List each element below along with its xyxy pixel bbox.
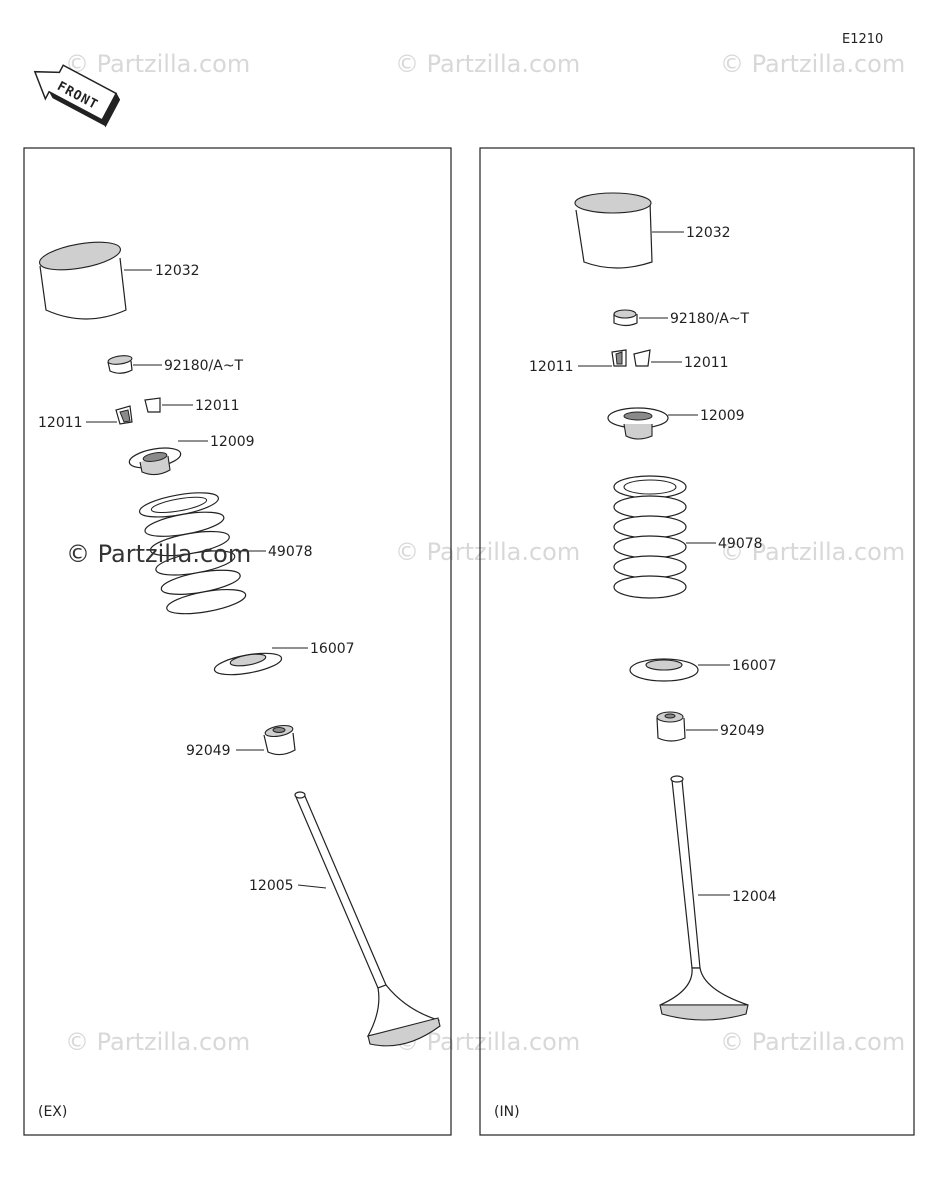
exhaust-valve: 12005 — [249, 791, 441, 1047]
front-arrow-icon: FRONT — [33, 64, 121, 128]
exhaust-retainer: 12009 — [128, 434, 255, 476]
part-label: 12011 — [38, 415, 83, 431]
watermark: © Partzilla.com — [720, 538, 905, 566]
exhaust-panel — [23, 147, 452, 1136]
part-label: 49078 — [268, 544, 313, 560]
exhaust-shim: 92180/A~T — [107, 355, 244, 374]
exhaust-spring — [138, 492, 247, 615]
intake-retainer: 12009 — [607, 407, 745, 440]
part-label: 12005 — [249, 878, 294, 894]
exhaust-keeper-right: 12011 — [144, 397, 240, 414]
watermark: © Partzilla.com — [395, 50, 580, 78]
part-label: 12032 — [686, 225, 731, 241]
watermark: © Partzilla.com — [395, 538, 580, 566]
part-label: 12004 — [732, 889, 777, 905]
part-label: 92180/A~T — [164, 358, 244, 374]
watermark: © Partzilla.com — [65, 1028, 250, 1056]
watermark: © Partzilla.com — [720, 50, 905, 78]
intake-spring-seat: 16007 — [629, 658, 777, 682]
intake-lifter: 12032 — [574, 192, 731, 269]
intake-stem-seal: 92049 — [656, 711, 765, 742]
panel-caption: (EX) — [38, 1104, 67, 1120]
watermark: © Partzilla.com — [720, 1028, 905, 1056]
part-label: 12032 — [155, 263, 200, 279]
part-label: 16007 — [732, 658, 777, 674]
exhaust-stem-seal: 92049 — [186, 724, 296, 759]
panel-caption: (IN) — [494, 1104, 520, 1120]
intake-valve: 12004 — [659, 775, 777, 1021]
part-label: 12009 — [700, 408, 745, 424]
part-label: 16007 — [310, 641, 355, 657]
part-label: 12011 — [529, 359, 574, 375]
part-label: 12011 — [195, 398, 240, 414]
part-label: 12011 — [684, 355, 729, 371]
part-label: 12009 — [210, 434, 255, 450]
part-label: 92180/A~T — [670, 311, 750, 327]
part-label: 92049 — [186, 743, 231, 759]
intake-keeper-right: 12011 — [633, 349, 729, 371]
part-label: 49078 — [718, 536, 763, 552]
exhaust-keeper-left: 12011 — [38, 405, 133, 431]
exhaust-spring-seat: 16007 — [213, 641, 355, 676]
exhaust-lifter: 12032 — [39, 241, 200, 320]
intake-spring: 49078 — [613, 475, 763, 599]
part-label: 92049 — [720, 723, 765, 739]
intake-shim: 92180/A~T — [613, 309, 750, 327]
intake-panel — [479, 147, 915, 1136]
watermark: © Partzilla.com — [65, 50, 250, 78]
intake-keeper-left: 12011 — [529, 349, 627, 375]
diagram-code: E1210 — [842, 32, 883, 47]
watermark-layer: © Partzilla.com © Partzilla.com © Partzi… — [65, 50, 905, 1056]
watermark: © Partzilla.com — [66, 540, 251, 568]
